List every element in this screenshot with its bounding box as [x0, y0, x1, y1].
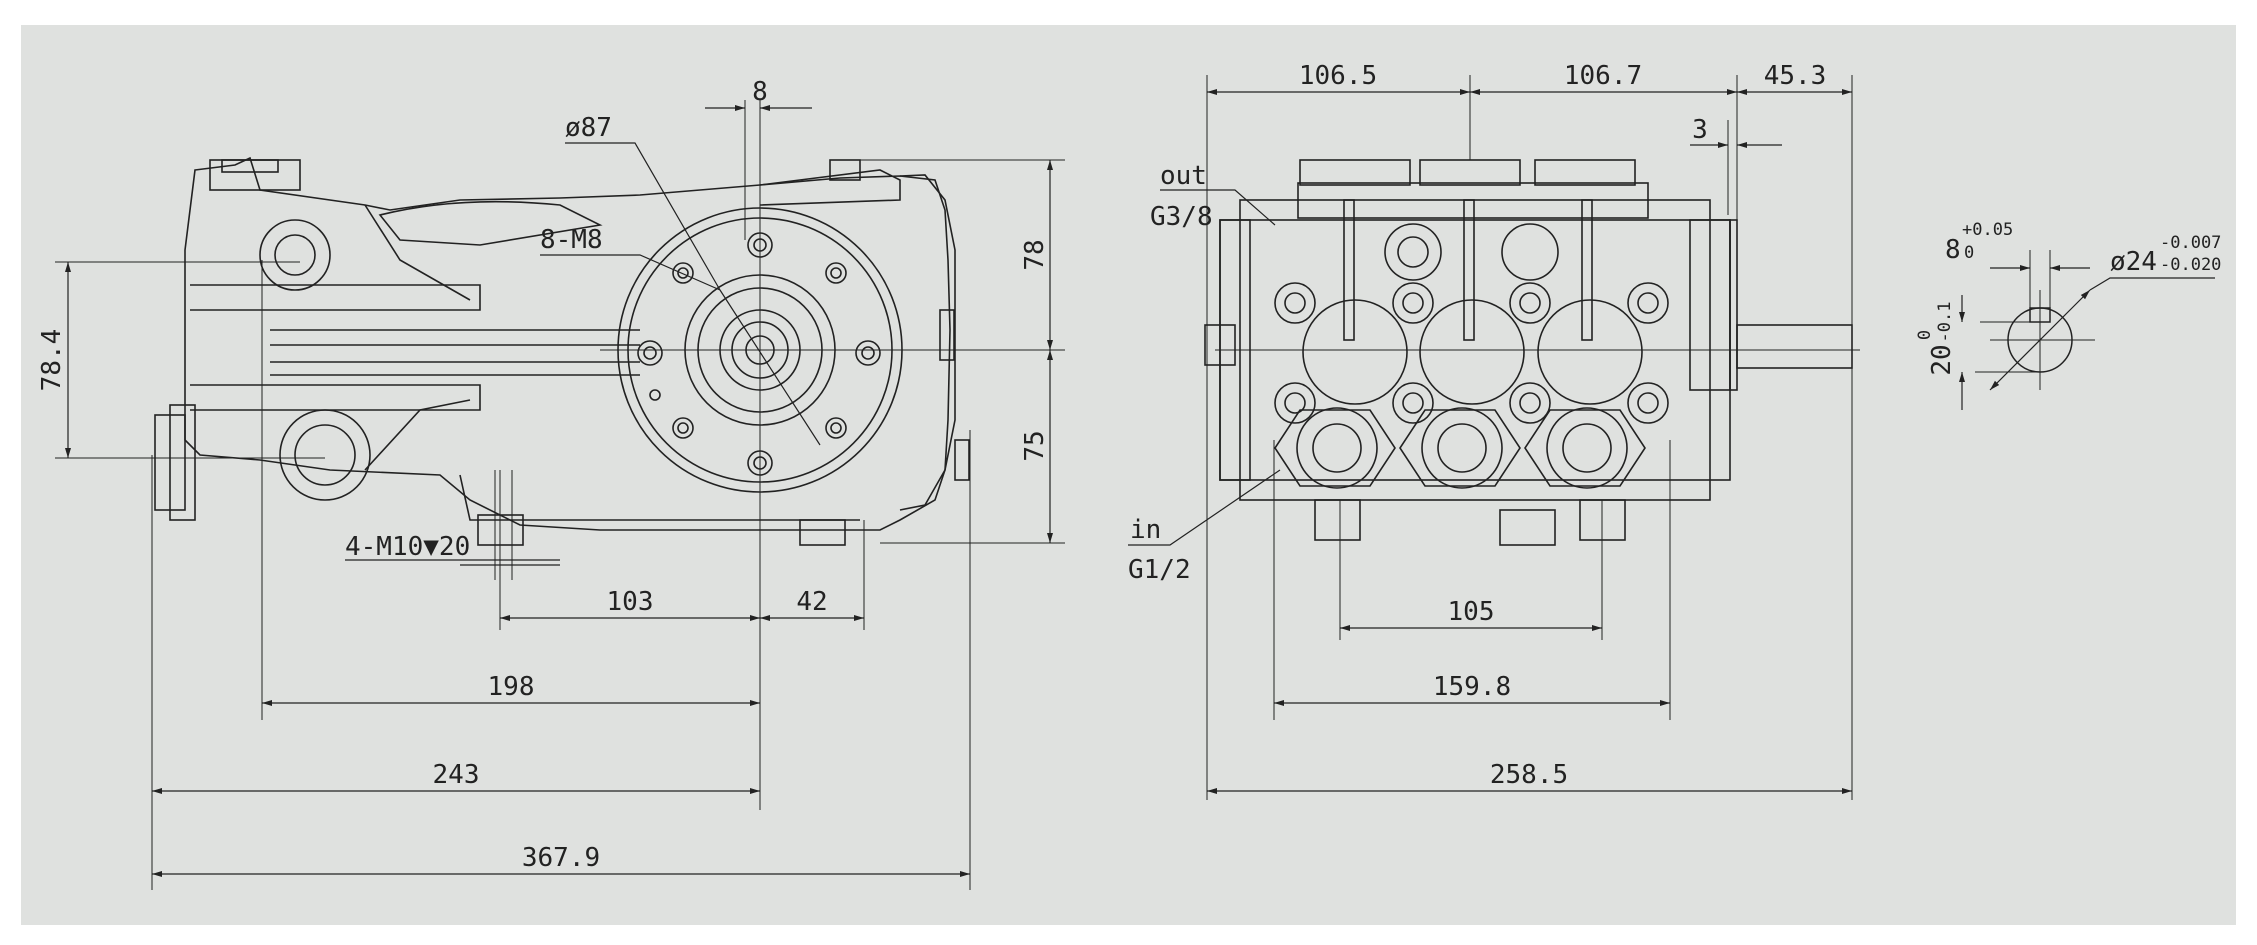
dim-8-label: 8 — [752, 77, 768, 107]
side-view-labels: 8 ø87 8-M8 78 75 78.4 4-M10▼20 103 42 19… — [37, 77, 1050, 873]
side-view-centerlines — [55, 100, 1065, 890]
dim-198-label: 198 — [488, 672, 535, 702]
shaft-diameter-label: ø24 — [2110, 247, 2157, 277]
dim-106-7-label: 106.7 — [1564, 61, 1642, 91]
outlet-thread-label: G3/8 — [1150, 202, 1213, 232]
side-view — [154, 156, 970, 546]
inlet-label: in — [1130, 515, 1161, 545]
dim-258-5-label: 258.5 — [1490, 760, 1568, 790]
dim-159-8-label: 159.8 — [1433, 672, 1511, 702]
dim-75-label: 75 — [1020, 430, 1050, 461]
front-view-labels: 106.5 106.7 45.3 3 out G3/8 in G1/2 105 … — [1128, 61, 1826, 790]
key-depth-tolerance-lower: -0.1 — [1935, 302, 1955, 343]
dim-78-4-label: 78.4 — [37, 329, 67, 392]
dim-dia87-label: ø87 — [565, 113, 612, 143]
dim-8m8-label: 8-M8 — [540, 225, 603, 255]
key-depth-tolerance-upper: 0 — [1915, 330, 1935, 340]
dim-105-label: 105 — [1448, 597, 1495, 627]
dim-103-label: 103 — [607, 587, 654, 617]
shaft-tolerance-upper: -0.007 — [2160, 233, 2221, 253]
dim-42-label: 42 — [796, 587, 827, 617]
front-view-centerlines — [1206, 75, 1860, 800]
shaft-detail — [1959, 250, 2215, 410]
dim-45-3-label: 45.3 — [1764, 61, 1827, 91]
front-view-dimensions — [1128, 89, 1852, 794]
key-tolerance-upper: +0.05 — [1962, 220, 2013, 240]
key-width-label: 8 — [1945, 235, 1961, 265]
dim-78-label: 78 — [1020, 239, 1050, 270]
inlet-thread-label: G1/2 — [1128, 555, 1191, 585]
key-tolerance-lower: 0 — [1964, 243, 1974, 263]
shaft-tolerance-lower: -0.020 — [2160, 255, 2221, 275]
side-view-dimensions — [65, 105, 1053, 877]
key-depth-label: 20 — [1927, 344, 1957, 375]
shaft-detail-labels: 8 +0.05 0 ø24 -0.007 -0.020 20 0 -0.1 — [1915, 220, 2221, 376]
dim-243-label: 243 — [433, 760, 480, 790]
dim-3-label: 3 — [1692, 115, 1708, 145]
drawing-sheet — [21, 25, 2236, 925]
dim-367-9-label: 367.9 — [522, 843, 600, 873]
outlet-label: out — [1160, 161, 1207, 191]
thread-spec-label: 4-M10▼20 — [345, 532, 470, 562]
front-view — [1204, 159, 1853, 546]
dim-106-5-label: 106.5 — [1299, 61, 1377, 91]
